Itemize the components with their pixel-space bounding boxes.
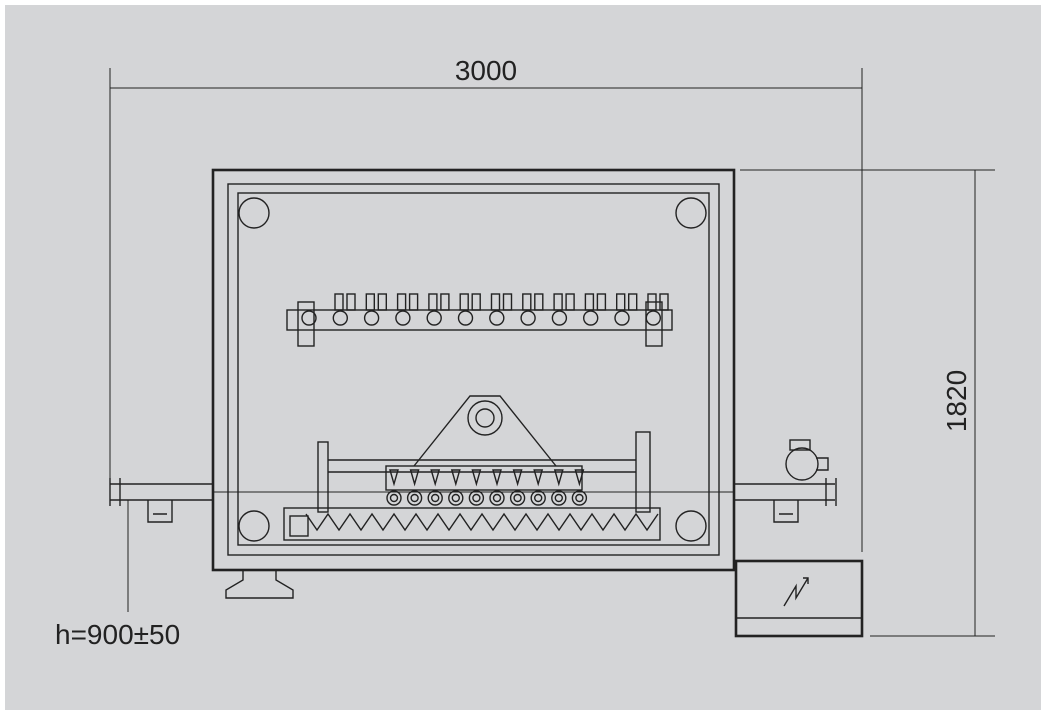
lower-roller-hub <box>431 493 440 503</box>
lower-nozzle <box>574 469 585 487</box>
lower-roller-hub <box>492 493 502 503</box>
upper-nozzle-tab <box>522 293 532 311</box>
lower-roller <box>406 490 423 506</box>
lower-roller <box>530 490 546 506</box>
upper-nozzle-tab <box>334 293 344 311</box>
work-height-dimension: h=900±50 <box>55 500 180 650</box>
lower-nozzle <box>533 469 544 487</box>
lower-nozzle <box>512 469 523 487</box>
upper-nozzle <box>489 310 505 326</box>
machine-housing <box>211 168 736 572</box>
upper-nozzle-tab <box>628 293 638 311</box>
upper-nozzle <box>614 310 630 326</box>
upper-nozzle-tab <box>502 293 513 311</box>
lower-roller <box>448 490 464 506</box>
motor-icon <box>785 439 829 481</box>
upper-nozzle <box>301 310 317 326</box>
height-dimension: 1820 <box>740 169 995 637</box>
lower-nozzle <box>450 469 461 487</box>
width-dimension: 3000 <box>109 55 863 552</box>
lower-roller-hub <box>534 493 543 503</box>
lower-roller-hub <box>389 493 399 503</box>
upper-nozzle-tab <box>471 293 481 311</box>
height-dimension-label: 1820 <box>941 370 972 432</box>
lower-nozzle <box>492 469 502 487</box>
lower-roller <box>468 490 485 506</box>
upper-nozzle <box>332 310 348 326</box>
lower-nozzle <box>553 469 564 487</box>
lower-roller-hub <box>451 493 460 503</box>
lower-roller <box>551 490 567 506</box>
upper-nozzle-tab <box>428 293 438 311</box>
upper-nozzle-tab <box>490 293 501 311</box>
lower-roller <box>489 490 505 506</box>
width-dimension-label: 3000 <box>455 55 517 86</box>
upper-nozzle <box>645 310 661 326</box>
upper-nozzle-tab <box>534 293 544 311</box>
upper-nozzle <box>426 310 442 326</box>
upper-nozzle <box>551 310 568 326</box>
upper-nozzle-tab <box>647 293 657 311</box>
lower-nozzle <box>430 469 441 487</box>
upper-nozzle-tab <box>440 293 450 311</box>
lower-roller <box>427 490 443 506</box>
upper-nozzle-tab <box>596 293 607 311</box>
upper-nozzle-tab <box>396 293 407 311</box>
lower-roller <box>509 490 526 506</box>
upper-nozzle-tab <box>553 293 563 311</box>
upper-nozzle-tab <box>377 293 387 311</box>
lower-roller <box>386 490 402 506</box>
lower-nozzle <box>409 469 420 487</box>
lower-roller-hub <box>410 493 419 503</box>
upper-nozzle <box>457 310 474 326</box>
lower-nozzle <box>389 469 399 487</box>
upper-nozzle-tab <box>616 293 626 311</box>
work-height-label: h=900±50 <box>55 619 180 650</box>
electrical-cabinet <box>734 559 864 638</box>
screw-conveyor <box>283 507 661 541</box>
drawing-background <box>5 5 1041 710</box>
upper-nozzle <box>520 310 536 326</box>
upper-nozzle <box>395 310 411 326</box>
lower-roller-hub <box>513 493 522 503</box>
lower-nozzle-assembly <box>317 431 651 513</box>
lower-roller-hub <box>554 493 563 503</box>
upper-nozzle-tab <box>365 293 375 311</box>
upper-nozzle-tab <box>565 293 575 311</box>
lower-nozzle <box>471 469 482 487</box>
upper-nozzle-bar <box>286 293 673 347</box>
upper-nozzle-tab <box>408 293 419 311</box>
upper-nozzle-tab <box>584 293 595 311</box>
lower-roller-hub <box>575 493 584 503</box>
upper-nozzle <box>363 310 380 326</box>
lower-roller-hub <box>472 493 481 503</box>
upper-nozzle <box>583 310 599 326</box>
support-foot <box>225 570 294 599</box>
upper-nozzle-tab <box>459 293 469 311</box>
lower-roller <box>571 490 588 506</box>
upper-nozzle-tab <box>346 293 356 311</box>
lightning-icon <box>783 577 809 607</box>
upper-nozzle-tab <box>659 293 669 311</box>
lifting-frame <box>413 395 557 467</box>
